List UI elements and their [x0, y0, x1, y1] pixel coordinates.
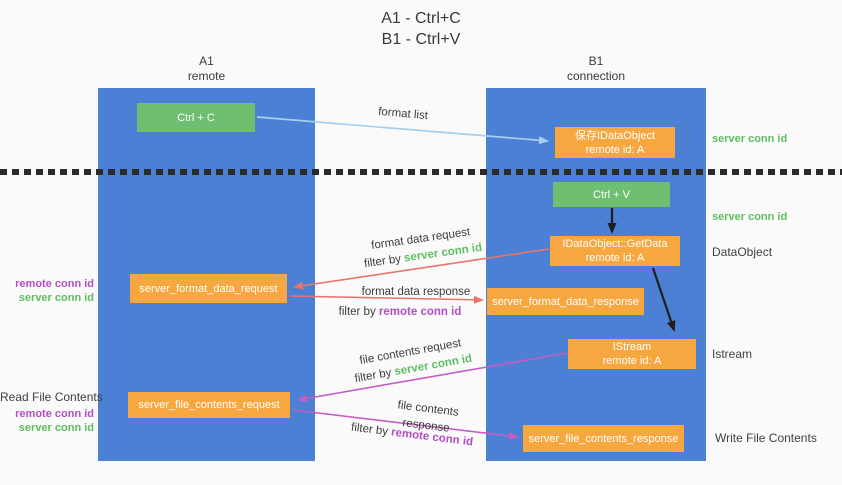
node-server-file-contents-request-label: server_file_contents_request	[138, 399, 280, 411]
flow-label-file-contents-request: file contents request filter by server c…	[340, 332, 484, 390]
label-write-file-contents: Write File Contents	[715, 431, 817, 445]
label-server-conn-id-right-mid: server conn id	[712, 211, 788, 223]
label-dataobject: DataObject	[712, 245, 773, 259]
node-server-format-data-request: server_format_data_request	[130, 274, 287, 303]
label-read-file-contents: Read File Contents	[0, 390, 103, 404]
node-ctrl-c: Ctrl + C	[137, 103, 255, 132]
node-server-file-contents-response: server_file_contents_response	[523, 425, 684, 452]
filter-prefix: filter by	[338, 306, 376, 318]
node-ctrl-v: Ctrl + V	[553, 182, 670, 207]
node-server-file-contents-request: server_file_contents_request	[128, 392, 290, 418]
node-istream-line1: IStream	[612, 341, 652, 353]
label-remote-conn-id-left-bottom: remote conn id	[15, 408, 94, 420]
node-istream-line2: remote id: A	[602, 355, 662, 367]
diagram-title: A1 - Ctrl+C B1 - Ctrl+V	[0, 8, 842, 50]
node-server-format-data-response-label: server_format_data_response	[492, 295, 639, 308]
flow-label-format-data-response-filter: filter by remote conn id	[338, 304, 462, 321]
node-save-idataobject-line1: 保存IDataObject	[574, 129, 656, 142]
node-save-idataobject: 保存IDataObject remote id: A	[555, 127, 675, 158]
node-ctrl-v-label: Ctrl + V	[593, 188, 630, 201]
column-a1-name: A1	[199, 54, 214, 68]
filter-key-remote-conn-id: remote conn id	[378, 306, 462, 318]
column-a1-subtitle: remote	[187, 69, 226, 83]
label-server-conn-id-left-top: server conn id	[18, 292, 94, 304]
title-line-2: B1 - Ctrl+V	[381, 31, 461, 48]
node-istream: IStream remote id: A	[568, 339, 696, 369]
flow-label-format-data-response-title: format data response	[361, 286, 471, 298]
title-line-1: A1 - Ctrl+C	[381, 10, 461, 27]
filter-prefix: filter by	[363, 253, 402, 271]
section-divider-dotted-line	[0, 169, 842, 175]
node-server-format-data-response: server_format_data_response	[487, 288, 644, 315]
label-server-conn-id-left-bottom: server conn id	[18, 422, 94, 434]
column-b1-name: B1	[588, 54, 604, 68]
label-remote-conn-id-left-top: remote conn id	[15, 278, 94, 290]
label-server-conn-id-right-top: server conn id	[712, 133, 788, 145]
flow-label-format-data-request: format data request filter by server con…	[350, 221, 493, 274]
node-idataobject-getdata-line2: remote id: A	[585, 252, 645, 264]
node-server-format-data-request-label: server_format_data_request	[139, 282, 278, 295]
column-header-b1: B1 connection	[486, 54, 706, 84]
node-save-idataobject-line2: remote id: A	[585, 143, 645, 156]
filter-prefix: filter by	[350, 421, 389, 438]
node-idataobject-getdata-line1: IDataObject::GetData	[562, 238, 668, 250]
column-header-a1: A1 remote	[98, 54, 315, 84]
node-ctrl-c-label: Ctrl + C	[177, 111, 215, 124]
filter-prefix: filter by	[353, 366, 393, 386]
node-idataobject-getdata: IDataObject::GetData remote id: A	[550, 236, 680, 266]
column-b1-subtitle: connection	[566, 69, 626, 83]
label-istream: Istream	[712, 347, 753, 361]
flow-label-format-list: format list	[377, 105, 429, 123]
node-server-file-contents-response-label: server_file_contents_response	[528, 432, 679, 445]
